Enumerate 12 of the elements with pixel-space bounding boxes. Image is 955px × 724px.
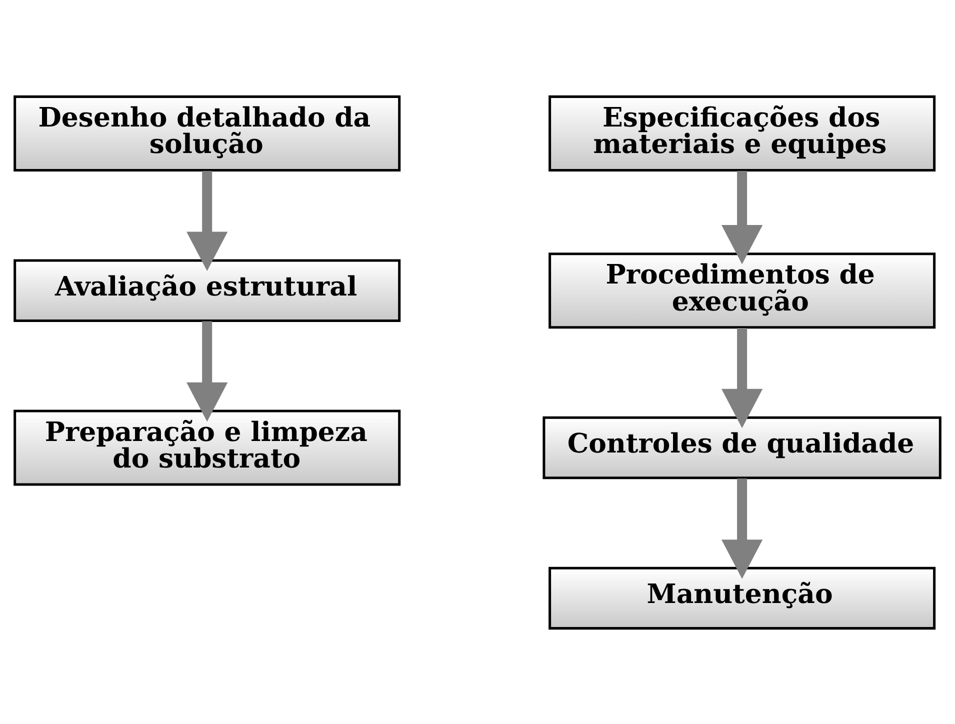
arrow — [186, 320, 228, 422]
node-box: Desenho detalhado da solução — [14, 94, 401, 171]
node-box: Controles de qualidade — [542, 416, 942, 479]
node-box: Especificações dos materiais e equipes — [548, 94, 936, 171]
arrow — [721, 327, 763, 428]
arrow — [721, 478, 763, 578]
node-box: Avaliação estrutural — [14, 258, 401, 322]
node-box: Preparação e limpeza do substrato — [14, 409, 401, 486]
arrow — [186, 170, 228, 270]
node-box: Manutenção — [548, 566, 936, 630]
node-box: Procedimentos de execução — [548, 252, 936, 328]
arrow — [721, 170, 763, 264]
